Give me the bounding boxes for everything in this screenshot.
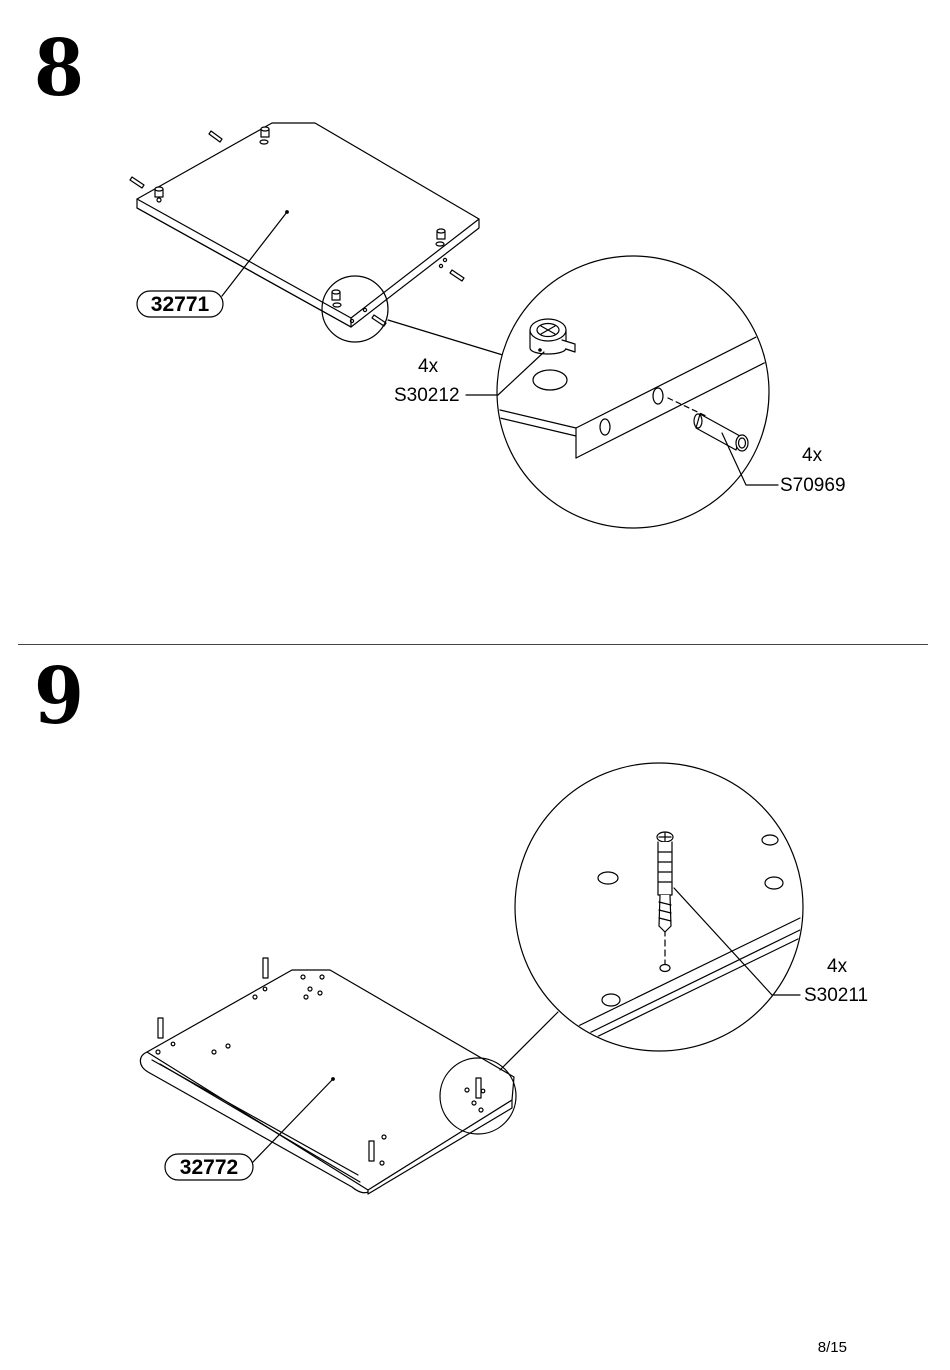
callout-qty-s30212: 4x xyxy=(418,357,438,376)
detail-view-step-9 xyxy=(515,763,803,1051)
panel-32771-drawing xyxy=(130,123,506,356)
part-id-label-32771: 32771 xyxy=(137,294,223,315)
callout-code-s30211: S30211 xyxy=(804,986,868,1005)
callout-code-s70969: S70969 xyxy=(780,476,846,495)
part-id-label-32772: 32772 xyxy=(165,1157,253,1178)
callout-qty-s30211: 4x xyxy=(827,957,847,976)
callout-qty-s70969: 4x xyxy=(802,446,822,465)
callout-code-s30212: S30212 xyxy=(394,386,460,405)
page-number: 8/15 xyxy=(818,1339,847,1356)
detail-view-step-8 xyxy=(466,256,778,528)
